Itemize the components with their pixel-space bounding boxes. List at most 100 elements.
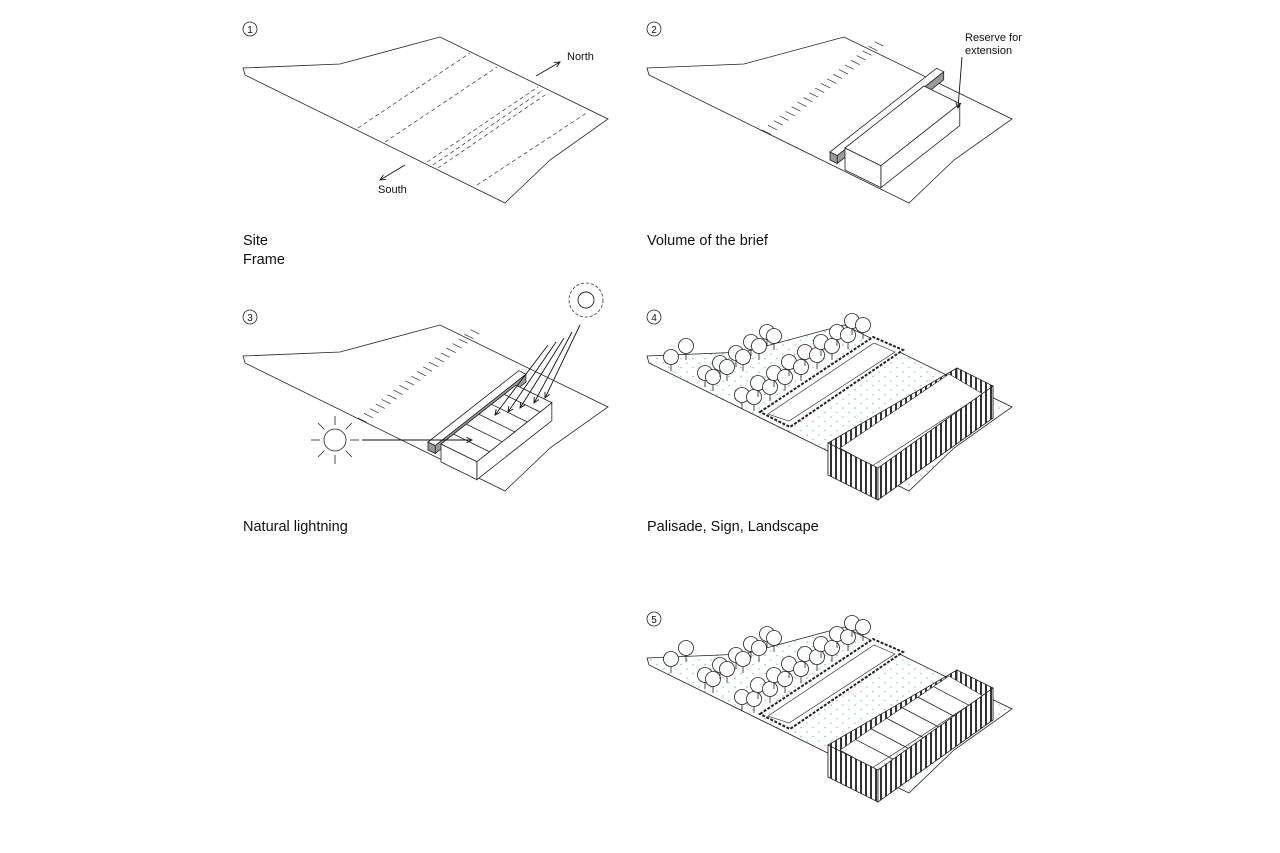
- tree-crown: [840, 327, 856, 343]
- tree-icon: [855, 619, 871, 641]
- road-dashed-line: [357, 52, 471, 129]
- skylight-arrow-icon: [507, 341, 557, 413]
- parking-row-panel-3: [357, 329, 480, 423]
- caption-site: Site: [243, 233, 268, 249]
- tree-icon: [735, 349, 751, 371]
- roof-sawtooth-line: [503, 394, 541, 413]
- sky-light-dashed-circle-icon: [568, 282, 604, 318]
- building-roof-line: [870, 728, 910, 750]
- sun-ray: [317, 422, 325, 430]
- parking-stall-line: [440, 352, 450, 358]
- tree-crown: [678, 640, 694, 656]
- skylight-arrow-icon-head: [519, 401, 526, 409]
- parking-stall-line: [387, 394, 397, 400]
- tree-crown: [855, 619, 871, 635]
- tree-crown: [735, 349, 751, 365]
- parking-stall-line: [791, 106, 801, 112]
- tree-crown: [678, 338, 694, 354]
- tree-icon: [751, 338, 767, 360]
- tree-crown: [762, 681, 778, 697]
- parking-stall-line: [428, 361, 439, 367]
- skylight-arrow-icon-head: [544, 391, 550, 399]
- skylight-arrow-icon: [533, 331, 573, 404]
- tree-crown: [793, 661, 809, 677]
- parking-stall-line: [862, 50, 872, 56]
- roof-sawtooth-line: [491, 403, 528, 423]
- parking-stall-line: [761, 129, 772, 135]
- parking-stall-line: [470, 329, 480, 335]
- parking-stall-line: [411, 375, 421, 381]
- parking-stall-line: [803, 97, 813, 103]
- tree-crown: [793, 359, 809, 375]
- skylight-arrow-icon-head: [533, 396, 540, 404]
- building-roof-line: [902, 707, 941, 729]
- parking-stall-line: [458, 338, 468, 344]
- parking-stall-line: [821, 83, 831, 89]
- parking-stall-line: [826, 78, 837, 84]
- parking-stall-line: [856, 55, 866, 61]
- skylight-arrow-icon-head: [507, 406, 514, 413]
- tree-icon: [751, 640, 767, 662]
- tree-crown: [663, 349, 679, 365]
- tree-crown: [840, 629, 856, 645]
- roof-sawtooth-line: [478, 413, 515, 433]
- parking-stall-line: [422, 366, 433, 372]
- tree-icon: [663, 651, 679, 673]
- reserve-label-line1: Reserve for: [965, 32, 1022, 44]
- box-top: [844, 85, 961, 167]
- parking-stall-line: [446, 347, 456, 353]
- parking-stall-line: [773, 120, 783, 126]
- svg-text:3: 3: [247, 313, 253, 324]
- caption-frame: Frame: [243, 252, 285, 268]
- parking-stall-line: [357, 417, 368, 423]
- panel-5-number: 5: [646, 611, 662, 627]
- parking-stall-line: [850, 59, 860, 65]
- building-roof-line: [886, 717, 925, 739]
- south-arrow-icon-head: [379, 174, 387, 181]
- north-arrow-icon: [535, 61, 561, 77]
- road-dashed-line: [476, 111, 589, 186]
- skylight-arrow-icon: [519, 337, 565, 409]
- tree-icon: [678, 640, 694, 662]
- tree-crown: [766, 328, 782, 344]
- svg-text:2: 2: [651, 25, 657, 36]
- panel-4-number: 4: [646, 309, 662, 325]
- sky-light-circle-icon: [577, 291, 595, 309]
- caption-palisade-sign-landscape: Palisade, Sign, Landscape: [647, 519, 819, 535]
- tree-icon: [750, 375, 766, 397]
- tree-crown: [719, 661, 735, 677]
- parking-stall-line: [417, 371, 427, 377]
- caption-natural-lightning: Natural lightning: [243, 519, 348, 535]
- parking-stall-line: [797, 101, 807, 107]
- svg-text:5: 5: [651, 615, 657, 626]
- north-label: North: [567, 51, 594, 63]
- skylight-arrow-icon: [544, 324, 581, 399]
- road-dashed-line: [384, 66, 498, 143]
- tree-icon: [705, 369, 721, 391]
- tree-icon: [824, 338, 840, 360]
- road-dashed-line: [437, 92, 549, 169]
- parking-stall-line: [815, 87, 825, 93]
- tree-icon: [663, 349, 679, 371]
- parking-stall-line: [381, 399, 391, 405]
- roof-sawtooth-line: [453, 433, 490, 453]
- site-outline-1: [242, 36, 609, 204]
- parking-stall-line: [838, 69, 849, 75]
- sun-disc: [323, 428, 347, 452]
- parking-stall-line: [779, 115, 789, 121]
- box-top: [829, 67, 945, 156]
- tree-icon: [705, 671, 721, 693]
- parking-stall-line: [809, 92, 819, 98]
- tree-crown: [762, 379, 778, 395]
- sun-ray: [317, 450, 325, 458]
- tree-crown: [746, 691, 762, 707]
- parking-stall-line: [874, 41, 884, 47]
- panel-1-number: 1: [242, 21, 258, 37]
- site-outline-2: [646, 36, 1013, 204]
- tree-icon: [855, 317, 871, 339]
- south-label: South: [378, 184, 407, 196]
- tree-crown: [746, 389, 762, 405]
- south-arrow-icon: [379, 164, 406, 181]
- parking-stall-line: [464, 333, 474, 340]
- skylight-arrow-icon: [494, 344, 549, 416]
